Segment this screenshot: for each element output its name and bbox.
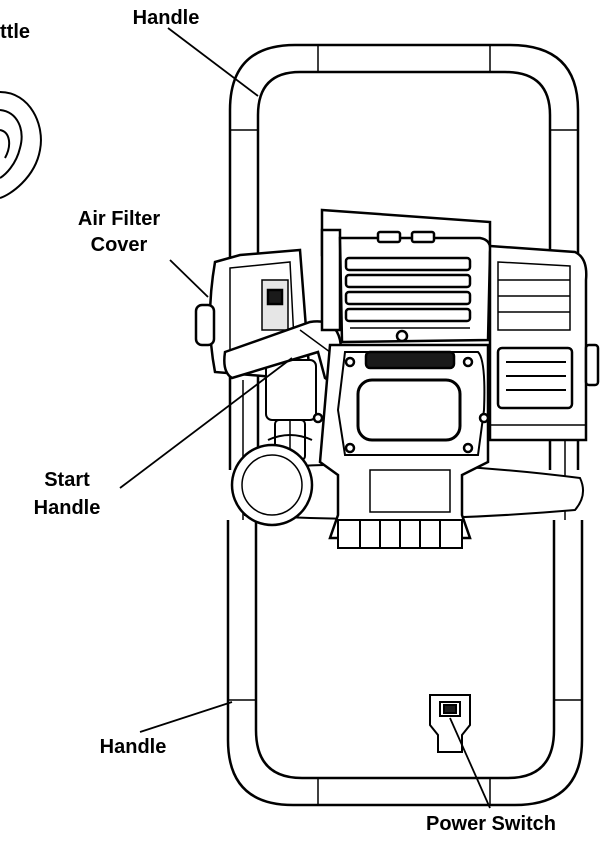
bottom-comb: [337, 519, 463, 549]
air-filter-cover-label-line1: Air Filter: [77, 208, 161, 230]
start-handle-label-line1: Start: [44, 469, 90, 491]
cooling-fins: [344, 256, 472, 329]
leader-lines: [119, 27, 491, 809]
throttle-label: ttle: [0, 21, 30, 43]
side-housing: [488, 244, 600, 442]
air-filter-cover-label-line2: Cover: [90, 234, 148, 256]
power-switch: [429, 694, 471, 753]
power-switch-label: Power Switch: [425, 813, 557, 835]
fuel-cap: [230, 443, 314, 527]
handle-top-label: Handle: [132, 7, 200, 29]
start-handle-label-line2: Handle: [33, 497, 101, 519]
front-plate: [312, 329, 490, 540]
throttle-loop: [0, 91, 42, 199]
handle-bottom-label: Handle: [99, 736, 167, 758]
